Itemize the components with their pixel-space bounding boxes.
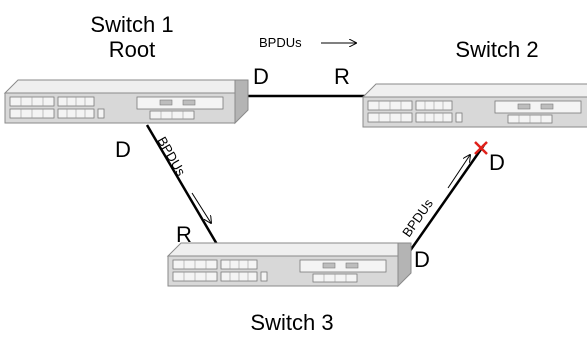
arrow-right-icon <box>191 192 211 223</box>
red-x-icon <box>474 141 488 155</box>
switch-3-device <box>167 242 412 287</box>
bpdu-label-s1-s2: BPDUs <box>259 35 302 50</box>
port-role-s3-to-s1: R <box>176 222 192 247</box>
bpdu-label-s1-s3: BPDUs <box>154 134 189 179</box>
switch-1-root-label: Root <box>109 37 155 62</box>
bpdu-annotation-s1-s2: BPDUs <box>259 35 356 50</box>
switch-2-label: Switch 2 <box>455 37 538 62</box>
arrow-right-icon <box>447 155 470 189</box>
switch-1-device <box>4 79 249 124</box>
link-switch3-switch2 <box>403 144 486 259</box>
switch-1-label: Switch 1 <box>90 12 173 37</box>
port-role-s1-to-s3: D <box>115 137 131 162</box>
port-role-s2-to-s1: R <box>334 64 350 89</box>
bpdu-annotation-s3-s2: BPDUs <box>399 155 470 240</box>
port-role-s3-to-s2: D <box>414 247 430 272</box>
bpdu-annotation-s1-s3: BPDUs <box>154 134 211 223</box>
port-role-s1-to-s2: D <box>253 64 269 89</box>
switch-3-label: Switch 3 <box>250 310 333 335</box>
switch-2-device <box>362 83 587 128</box>
link-switch1-switch3 <box>145 124 220 247</box>
bpdu-label-s3-s2: BPDUs <box>399 196 436 240</box>
port-role-s2-to-s3: D <box>489 150 505 175</box>
